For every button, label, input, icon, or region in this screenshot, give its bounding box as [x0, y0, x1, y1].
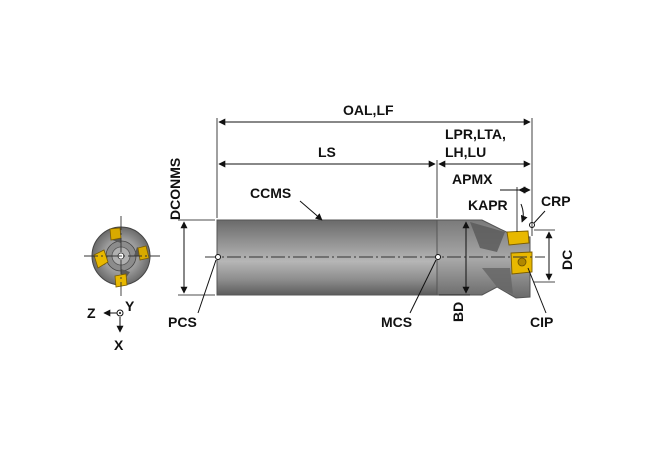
- mcs-point: [435, 254, 441, 260]
- side-view: [205, 219, 545, 299]
- mcs-label: MCS: [381, 314, 412, 330]
- apmx-label: APMX: [452, 171, 493, 187]
- ls-label: LS: [318, 144, 336, 160]
- dimensions: OAL,LF LS LPR,LTA, LH,LU APMX KAPR CRP D…: [167, 102, 575, 330]
- end-view-insert: [109, 227, 122, 241]
- pcs-point: [215, 254, 221, 260]
- shank: [216, 219, 438, 296]
- axes-indicator: Z Y X: [87, 298, 135, 353]
- dc-label: DC: [559, 250, 575, 270]
- end-view-insert: [93, 249, 109, 269]
- lh-lu-label: LH,LU: [445, 144, 486, 160]
- insert-bottom: [510, 251, 533, 275]
- lpr-lta-label: LPR,LTA,: [445, 126, 506, 142]
- insert-top: [506, 230, 530, 246]
- dconms-label: DCONMS: [167, 158, 183, 220]
- end-view: [84, 216, 160, 296]
- kapr-label: KAPR: [468, 197, 508, 213]
- axis-z-label: Z: [87, 305, 96, 321]
- end-view-insert: [114, 273, 128, 288]
- pcs-label: PCS: [168, 314, 197, 330]
- axis-y-label: Y: [125, 298, 135, 314]
- oal-lf-label: OAL,LF: [343, 102, 394, 118]
- ccms-label: CCMS: [250, 185, 291, 201]
- bd-label: BD: [450, 302, 466, 322]
- cip-label: CIP: [530, 314, 553, 330]
- axis-x-label: X: [114, 337, 124, 353]
- crp-label: CRP: [541, 193, 571, 209]
